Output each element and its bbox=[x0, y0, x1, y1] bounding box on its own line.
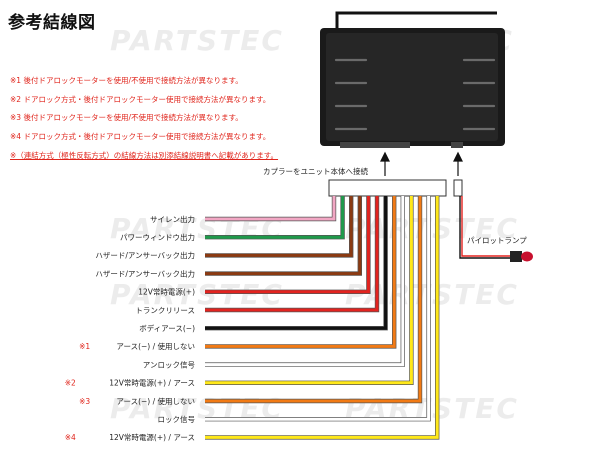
wire-note-mark-13: ※4 bbox=[65, 433, 76, 442]
wire-note-mark-8: ※1 bbox=[79, 342, 90, 351]
wire-label-6: トランクリリース bbox=[135, 306, 195, 315]
note-4: ※4 ドアロック方式・後付ドアロックモーター使用で接続方法が異なります。 bbox=[10, 132, 271, 142]
wire-6 bbox=[205, 196, 379, 312]
wire-12 bbox=[205, 196, 431, 421]
wire-outline bbox=[205, 196, 345, 240]
pilot-lamp-wire bbox=[459, 196, 512, 259]
wire-8 bbox=[205, 196, 396, 348]
wire-7 bbox=[205, 196, 388, 330]
lamp-connector bbox=[453, 179, 463, 197]
wire-outline bbox=[205, 196, 414, 385]
wire-outline bbox=[205, 196, 354, 258]
wire-13 bbox=[205, 196, 439, 439]
wire-label-12: ロック信号 bbox=[158, 414, 196, 424]
wire-label-3: ハザード/アンサーバック出力 bbox=[95, 250, 195, 260]
wire-1 bbox=[205, 196, 336, 221]
wire-outline bbox=[205, 196, 362, 276]
wire-9 bbox=[205, 196, 405, 367]
main-connector bbox=[328, 179, 447, 197]
watermark: PARTSTEC bbox=[345, 278, 519, 311]
unit-connector-port bbox=[340, 142, 410, 148]
unit-vents bbox=[334, 58, 496, 131]
wire-outline bbox=[205, 196, 337, 222]
wire-label-10: 12V常時電源(+) / アース bbox=[109, 379, 195, 388]
wire-4 bbox=[205, 196, 362, 276]
wire-label-7: ボディアース(−) bbox=[139, 323, 195, 333]
pilot-lamp-body bbox=[510, 251, 522, 262]
wire-label-9: アンロック信号 bbox=[143, 359, 195, 369]
wire-outline bbox=[205, 196, 405, 367]
wire-2 bbox=[205, 196, 345, 239]
wire-note-mark-11: ※3 bbox=[79, 397, 90, 406]
page-title: 参考結線図 bbox=[8, 13, 96, 33]
connector-label: カプラーをユニット本体へ接続 bbox=[263, 166, 368, 176]
wire-note-mark-10: ※2 bbox=[65, 379, 76, 388]
wire-label-13: 12V常時電源(+) / アース bbox=[109, 433, 195, 442]
pilot-lamp-led bbox=[521, 251, 533, 262]
watermark: PARTSTEC bbox=[110, 24, 284, 57]
note-3: ※3 後付ドアロックモーターを使用/不使用で接続方法が異なります。 bbox=[10, 113, 243, 123]
watermark: PARTSTEC bbox=[110, 278, 284, 311]
wire-harness: サイレン出力パワーウィンドウ出力ハザード/アンサーバック出力ハザード/アンサーバ… bbox=[65, 196, 440, 442]
watermark: PARTSTEC bbox=[345, 212, 519, 245]
wire-label-5: 12V常時電源(+) bbox=[138, 288, 195, 297]
note-2: ※2 ドアロック方式・後付ドアロックモーター使用で接続方法が異なります。 bbox=[10, 94, 271, 104]
unit-lamp-port bbox=[451, 142, 463, 148]
wire-10 bbox=[205, 196, 413, 385]
wire-11 bbox=[205, 196, 422, 403]
wire-label-8: アース(−) / 使用しない bbox=[116, 341, 195, 351]
wire-5 bbox=[205, 196, 370, 294]
wire-label-11: アース(−) / 使用しない bbox=[116, 396, 195, 406]
connect-arrows bbox=[380, 151, 463, 176]
notes-list: ※1 後付ドアロックモーターを使用/不使用で接続方法が異なります。 ※2 ドアロ… bbox=[10, 72, 278, 166]
control-unit-panel bbox=[326, 33, 498, 141]
antenna-wire bbox=[335, 11, 497, 30]
note-1: ※1 後付ドアロックモーターを使用/不使用で接続方法が異なります。 bbox=[10, 76, 243, 85]
wire-3 bbox=[205, 196, 353, 257]
pilot-lamp-label: パイロットランプ bbox=[467, 236, 527, 245]
wire-label-1: サイレン出力 bbox=[150, 214, 195, 224]
note-5: ※（連結方式（極性反転方式）の結線方法は別添結線説明書へ記載があります。 bbox=[10, 150, 279, 160]
wire-label-2: パワーウィンドウ出力 bbox=[120, 232, 195, 242]
pilot-lamp-wire-red bbox=[461, 196, 512, 257]
wire-label-4: ハザード/アンサーバック出力 bbox=[95, 268, 195, 278]
